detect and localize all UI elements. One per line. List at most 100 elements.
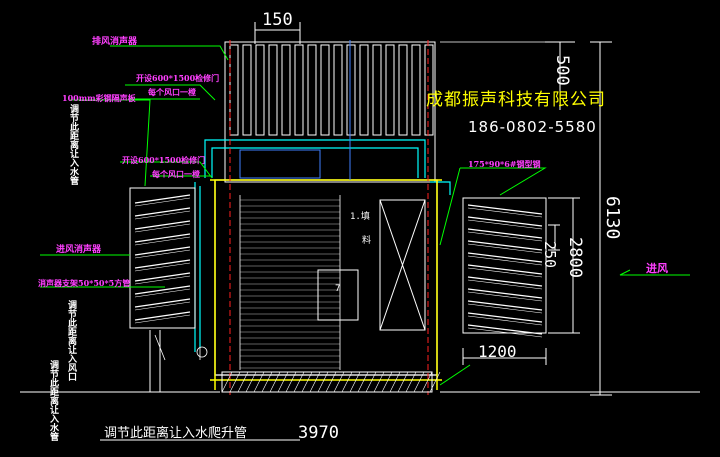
baffle xyxy=(385,44,395,136)
cad-stroke xyxy=(413,371,425,393)
dim-text-top-width: 150 xyxy=(262,10,293,30)
left-intake-louver xyxy=(129,187,196,329)
label-silencer-frame: 消声器支架50*50*5方管 xyxy=(38,278,131,288)
cad-stroke xyxy=(365,371,377,393)
label-steel-175: 175*90*6#钢型钢 xyxy=(468,159,541,169)
dim-text-louver-height: 2800 xyxy=(565,237,585,278)
cad-stroke xyxy=(467,231,543,242)
cad-stroke xyxy=(134,220,191,230)
label-inner-7: 7 xyxy=(335,284,341,294)
cad-stroke xyxy=(357,371,369,393)
cad-stroke xyxy=(134,311,191,321)
baffle xyxy=(255,44,265,136)
baffle xyxy=(281,44,291,136)
right-intake-louver xyxy=(462,197,547,334)
blue-inner-duct xyxy=(239,40,351,180)
right-louver-dims xyxy=(548,197,580,334)
label-left-vertical-bottom: 调节此距离让入水管 xyxy=(48,360,58,441)
dim-base-width xyxy=(462,348,547,365)
cad-stroke xyxy=(261,371,273,393)
cad-stroke xyxy=(467,276,543,287)
cad-stroke xyxy=(134,314,191,324)
label-access-door-top: 开设600*1500检修门 xyxy=(136,73,220,83)
cad-stroke xyxy=(301,371,313,393)
cad-stroke xyxy=(134,272,191,282)
dim-text-total-height: 6130 xyxy=(602,196,623,240)
dim-text-bottom-width: 3970 xyxy=(298,423,339,443)
baffle xyxy=(320,44,330,136)
cad-stroke xyxy=(317,371,329,393)
cad-stroke xyxy=(134,275,191,285)
cad-stroke xyxy=(467,288,543,299)
cad-stroke xyxy=(134,301,191,311)
cad-stroke xyxy=(467,279,543,290)
cad-stroke xyxy=(134,223,191,233)
cad-stroke xyxy=(467,315,543,326)
label-per-outlet-top: 每个风口一樘 xyxy=(148,87,196,97)
cad-stroke xyxy=(333,371,345,393)
cad-stroke xyxy=(134,249,191,259)
baffle xyxy=(424,44,434,136)
cad-stroke xyxy=(467,264,543,275)
label-exhaust-silencer: 排风消声器 xyxy=(92,37,138,47)
label-intake-silencer: 进风消声器 xyxy=(56,245,102,255)
dim-text-top-height: 500 xyxy=(552,55,572,86)
cad-stroke xyxy=(467,267,543,278)
cad-stroke xyxy=(467,204,543,215)
cad-stroke xyxy=(277,371,289,393)
cad-stroke xyxy=(467,324,543,335)
yellow-steel-frame xyxy=(210,179,442,390)
phone-number-watermark: 186-0802-5580 xyxy=(468,118,597,136)
cad-stroke xyxy=(285,371,297,393)
cad-stroke xyxy=(245,371,257,393)
cad-stroke xyxy=(134,207,191,217)
baffle xyxy=(372,44,382,136)
cad-stroke xyxy=(467,207,543,218)
cad-stroke xyxy=(467,312,543,323)
ground-lines xyxy=(20,330,700,393)
cad-stroke xyxy=(467,243,543,254)
cad-stroke xyxy=(467,327,543,338)
tower-body xyxy=(214,179,438,376)
baffle xyxy=(268,44,278,136)
cad-stroke xyxy=(467,291,543,302)
concrete-base xyxy=(221,371,433,393)
cad-stroke xyxy=(467,228,543,239)
exhaust-silencer-baffles xyxy=(229,44,434,136)
cad-stroke xyxy=(467,216,543,227)
label-left-vertical-mid: 调节此距离让入风口 xyxy=(66,300,76,381)
label-inner-fill-2: 料 xyxy=(362,236,372,246)
label-air-inlet: 进风 xyxy=(646,262,668,275)
cad-stroke xyxy=(467,303,543,314)
label-left-vertical-top: 调节此距离让入水管 xyxy=(68,104,78,185)
cad-stroke xyxy=(221,371,233,393)
cad-stroke xyxy=(381,371,393,393)
cad-stroke xyxy=(134,262,191,272)
label-per-outlet-mid: 每个风口一樘 xyxy=(152,169,200,179)
left-intake-louver-blades xyxy=(134,194,191,324)
baffle xyxy=(359,44,369,136)
cad-stroke xyxy=(253,371,265,393)
cad-stroke xyxy=(134,194,191,204)
cad-stroke xyxy=(134,298,191,308)
label-access-door-mid: 开设600*1500检修门 xyxy=(122,155,206,165)
baffle xyxy=(346,44,356,136)
right-intake-louver-blades xyxy=(467,204,543,338)
cad-stroke xyxy=(134,246,191,256)
green-leader-lines xyxy=(40,45,690,386)
dim-text-base-width: 1200 xyxy=(478,342,517,361)
company-name-watermark: 成都振声科技有限公司 xyxy=(426,90,606,110)
cad-stroke xyxy=(309,371,321,393)
concrete-base-hatch xyxy=(221,371,441,393)
dim-text-louver-pitch: 250 xyxy=(541,241,559,269)
cad-stroke xyxy=(134,197,191,207)
baffle xyxy=(229,44,239,136)
cad-stroke xyxy=(341,371,353,393)
cad-stroke xyxy=(134,233,191,243)
cad-stroke xyxy=(229,371,241,393)
cad-stroke xyxy=(421,371,433,393)
cad-stroke xyxy=(467,255,543,266)
label-inner-fill-1: 1.填 xyxy=(350,212,370,222)
baffle xyxy=(307,44,317,136)
